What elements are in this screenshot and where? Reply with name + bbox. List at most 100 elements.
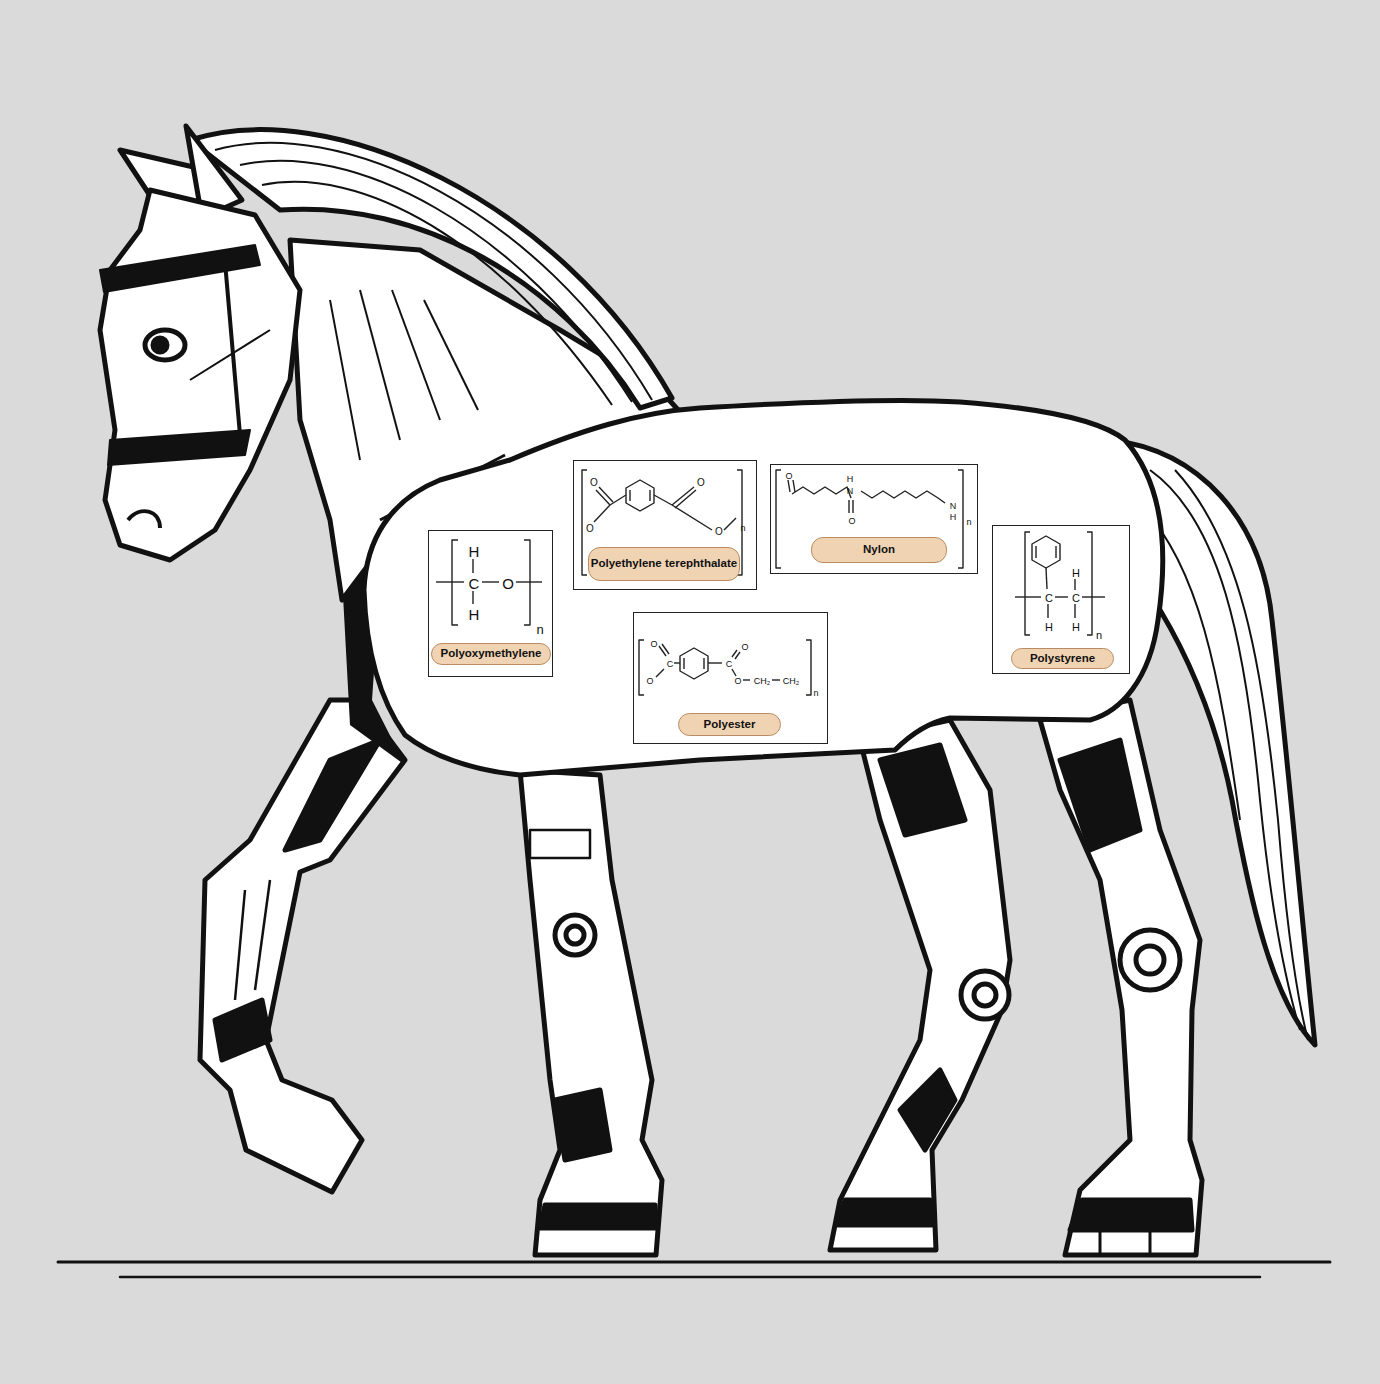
rear-leg-part	[1136, 946, 1164, 974]
front-leg-part	[540, 1205, 656, 1228]
horse-head-part	[190, 330, 270, 380]
structure-formulas-part	[806, 640, 811, 695]
structure-formulas-part	[724, 518, 736, 530]
structure-formulas-part	[639, 640, 644, 695]
structure-formulas-part	[788, 480, 790, 492]
structure-formulas-part	[852, 500, 853, 513]
horse-body	[364, 400, 1163, 775]
box-grounds-part	[573, 460, 757, 590]
structure-formulas-part	[793, 480, 795, 492]
atom-label: O	[586, 524, 594, 534]
atom-label: H	[469, 544, 480, 559]
rear-leg-part	[974, 984, 996, 1006]
structure-formulas-part	[732, 669, 736, 676]
neck-part	[360, 290, 400, 440]
front-leg-part	[200, 700, 405, 1192]
box-grounds	[428, 460, 1130, 744]
polymer-box: HCCHHnPolystyrene	[992, 525, 1130, 674]
ground-lines-part	[120, 1276, 1260, 1279]
ground-lines	[58, 1262, 1330, 1277]
name-pill: Polyethylene terephthalate	[588, 547, 740, 581]
name-pill: Polyester	[678, 713, 781, 736]
atom-label: N	[950, 502, 957, 511]
rear-leg-part	[1120, 930, 1180, 990]
front-leg-part	[255, 880, 270, 990]
atom-label: H	[1045, 622, 1053, 633]
front-leg	[520, 770, 662, 1255]
structure-formulas-part	[582, 470, 587, 575]
atom-label: n	[740, 524, 745, 533]
front-leg-part	[566, 926, 584, 944]
neck-part	[392, 290, 440, 420]
front-leg-part	[520, 770, 662, 1255]
atom-label: CH₂	[754, 677, 771, 686]
structure-formulas-part	[1082, 596, 1105, 597]
rear-leg-part	[900, 1070, 955, 1150]
horse-head-part	[128, 511, 160, 528]
polymer-name: Polyester	[704, 718, 756, 731]
structure-formulas-part	[672, 487, 694, 505]
atom-label: H	[847, 475, 854, 484]
front-leg-part	[555, 1090, 610, 1160]
name-pill: Polystyrene	[1011, 648, 1114, 669]
atom-label: H	[950, 513, 957, 522]
front-leg-part	[285, 740, 380, 850]
atom-label: O	[848, 517, 855, 526]
structure-formulas-part	[662, 644, 669, 654]
front-leg-part	[555, 915, 595, 955]
structure-formulas-part	[610, 495, 626, 505]
atom-label: C	[667, 660, 674, 669]
structure-formulas-part	[732, 650, 737, 657]
box-grounds-part	[428, 530, 553, 677]
structure-formulas-part	[674, 662, 680, 663]
structure-formulas-part	[1074, 579, 1075, 590]
structure-formulas-part	[472, 591, 473, 604]
atom-label: H	[469, 607, 480, 622]
atom-label: n	[966, 518, 971, 527]
structure-formulas-part	[1025, 532, 1030, 635]
rear-leg-part	[961, 971, 1009, 1019]
atom-label: O	[715, 527, 723, 537]
front-leg-part	[235, 890, 245, 1000]
rear-leg-part	[830, 720, 1010, 1250]
structure-formulas-part	[776, 470, 781, 568]
polymer-box: OOOOnPolyethylene terephthalate	[573, 460, 757, 590]
mane-part	[240, 161, 632, 402]
atom-label: CH₂	[783, 677, 800, 686]
rear-leg-part	[1040, 700, 1202, 1255]
structure-formulas-part	[654, 495, 672, 505]
structure-formulas-part	[675, 490, 696, 508]
structure-formulas-part	[1074, 604, 1075, 618]
front-leg-part	[530, 830, 590, 858]
rear-leg-part	[838, 1200, 932, 1225]
structure-formulas-part	[599, 487, 613, 502]
structure-formulas-part	[703, 658, 704, 669]
structure-formulas-part	[680, 648, 708, 679]
name-pill: Polyoxymethylene	[431, 643, 551, 665]
rear-leg-part	[1099, 1230, 1102, 1255]
rear-leg	[830, 720, 1010, 1250]
structure-formulas-part	[516, 581, 542, 582]
structure-formulas-part	[958, 470, 963, 568]
horse-head-part	[100, 190, 300, 560]
neck-part	[424, 300, 478, 410]
atom-label: O	[741, 643, 748, 652]
atom-label: N	[847, 487, 854, 496]
atom-label: C	[1072, 593, 1080, 604]
horse-head-part	[108, 430, 250, 465]
box-grounds-part	[633, 612, 828, 744]
atom-label: n	[1096, 630, 1102, 641]
rear-leg	[1040, 700, 1202, 1255]
structure-formulas-part	[1047, 604, 1048, 618]
structure-formulas-part	[708, 662, 722, 663]
structure-formulas-part	[1087, 532, 1092, 635]
horse-head-part	[100, 245, 260, 292]
structure-formulas-part	[436, 581, 464, 582]
structure-formulas-part	[683, 658, 684, 669]
horse-head	[100, 126, 300, 560]
rear-leg-part	[1060, 740, 1140, 850]
atom-label: H	[1072, 622, 1080, 633]
structure-formulas-part	[735, 652, 740, 659]
polymer-box: OHNONHnNylon	[770, 464, 978, 574]
